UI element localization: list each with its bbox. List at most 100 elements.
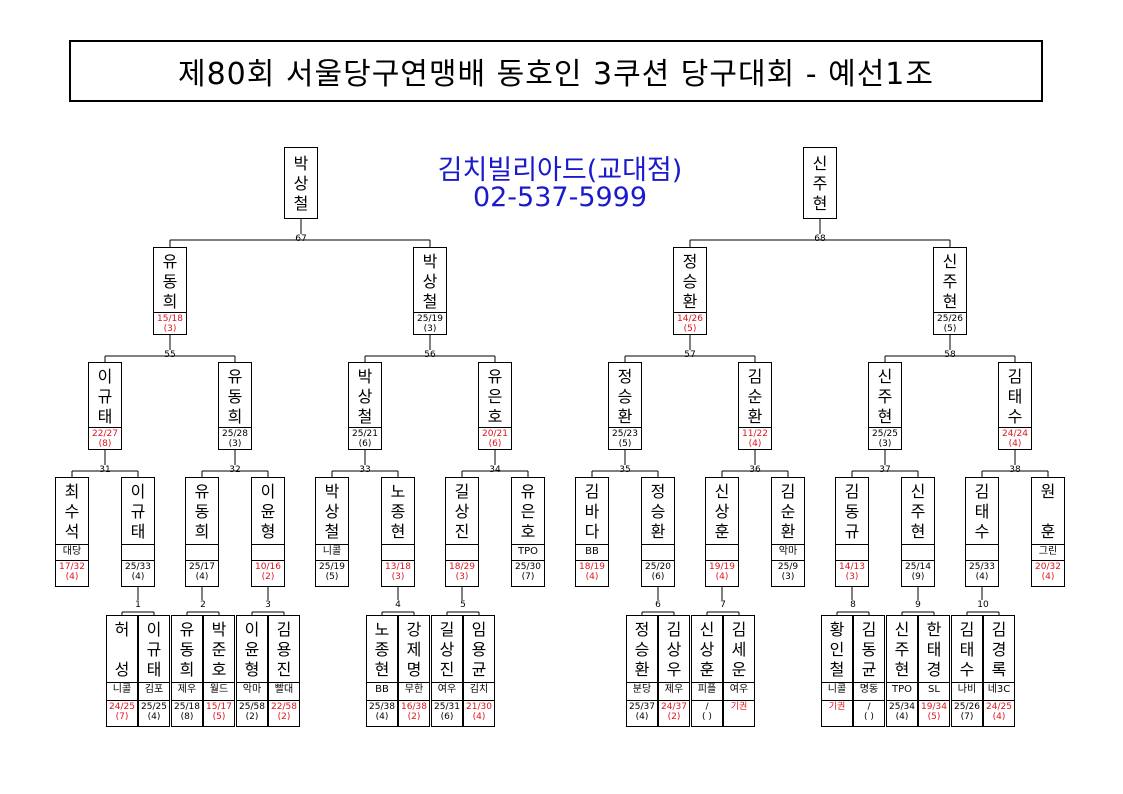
player-name: 최 수 석	[64, 482, 80, 541]
score-sub: (2)	[407, 712, 421, 722]
match-number: 33	[359, 465, 371, 475]
score-value: 17/32	[59, 562, 85, 572]
score-sub: (3)	[455, 572, 469, 582]
score-value: 14/13	[839, 562, 865, 572]
club-name: 피플	[692, 682, 722, 697]
score-divider	[854, 700, 884, 701]
match-number: 4	[395, 600, 401, 610]
club-name: 대당	[56, 544, 88, 559]
score-sub: (3)	[163, 324, 177, 334]
club-name: SL	[919, 682, 949, 697]
score-value: 13/18	[385, 562, 411, 572]
score-sub: (4)	[748, 439, 762, 449]
score-value: 22/58	[271, 702, 297, 712]
score-value: 14/26	[677, 314, 703, 324]
player-name: 신 주 현	[942, 252, 958, 311]
score-value: 22/27	[92, 429, 118, 439]
match-number: 10	[977, 600, 989, 610]
score-value: 기권	[730, 702, 748, 712]
score-divider	[382, 560, 414, 561]
score-sub: (6)	[440, 712, 454, 722]
player-name: 강 제 명	[406, 620, 422, 679]
club-name: 악마	[772, 544, 804, 559]
player-name: 원 훈	[1040, 482, 1056, 541]
score-sub: (5)	[325, 572, 339, 582]
player-name: 유 동 희	[194, 482, 210, 541]
player-name: 길 상 진	[439, 620, 455, 679]
score-value: /	[705, 702, 709, 712]
score-value: /	[867, 702, 871, 712]
player-name: 박 상 철	[422, 252, 438, 311]
match-number: 5	[460, 600, 466, 610]
score-sub: (3)	[845, 572, 859, 582]
player-name: 박 준 호	[211, 620, 227, 679]
score-value: 19/34	[921, 702, 947, 712]
score-divider	[219, 427, 251, 428]
score-value: 20/21	[482, 429, 508, 439]
club-name	[966, 544, 998, 545]
club-name: TPO	[887, 682, 917, 697]
player-name: 김 태 수	[959, 620, 975, 679]
score-sub: (4)	[1008, 439, 1022, 449]
score-divider	[172, 700, 202, 701]
score-value: 25/28	[222, 429, 248, 439]
player-name: 이 규 태	[146, 620, 162, 679]
player-name: 박 상 철	[357, 367, 373, 426]
score-divider	[269, 700, 299, 701]
score-value: 18/19	[579, 562, 605, 572]
score-divider	[414, 312, 446, 313]
score-divider	[107, 700, 137, 701]
score-divider	[1032, 560, 1064, 561]
score-value: 25/19	[319, 562, 345, 572]
club-name	[252, 544, 284, 545]
score-divider	[902, 560, 934, 561]
score-divider	[609, 427, 641, 428]
score-value: 11/22	[742, 429, 768, 439]
score-value: 15/18	[157, 314, 183, 324]
club-name: 무한	[399, 682, 429, 697]
match-number: 31	[99, 465, 111, 475]
player-name: 유 은 호	[520, 482, 536, 541]
match-number: 8	[850, 600, 856, 610]
score-value: 21/30	[466, 702, 492, 712]
player-name: 정 승 환	[634, 620, 650, 679]
score-divider	[966, 560, 998, 561]
match-number: 2	[200, 600, 206, 610]
club-name: 니콜	[107, 682, 137, 697]
score-divider	[739, 427, 771, 428]
score-divider	[204, 700, 234, 701]
match-number: 68	[814, 234, 826, 244]
score-divider	[706, 560, 738, 561]
club-name	[382, 544, 414, 545]
player-name: 이 규 태	[130, 482, 146, 541]
score-value: 25/19	[417, 314, 443, 324]
score-sub: (2)	[245, 712, 259, 722]
score-divider	[869, 427, 901, 428]
score-sub: (4)	[472, 712, 486, 722]
score-sub: (4)	[1041, 572, 1055, 582]
score-sub: (5)	[618, 439, 632, 449]
player-name: 노 종 현	[390, 482, 406, 541]
score-divider	[316, 560, 348, 561]
score-divider	[627, 700, 657, 701]
score-sub: (6)	[358, 439, 372, 449]
score-sub: ( )	[864, 712, 874, 722]
match-number: 36	[749, 465, 761, 475]
match-number: 35	[619, 465, 631, 475]
player-name: 유 동 희	[227, 367, 243, 426]
score-divider	[349, 427, 381, 428]
